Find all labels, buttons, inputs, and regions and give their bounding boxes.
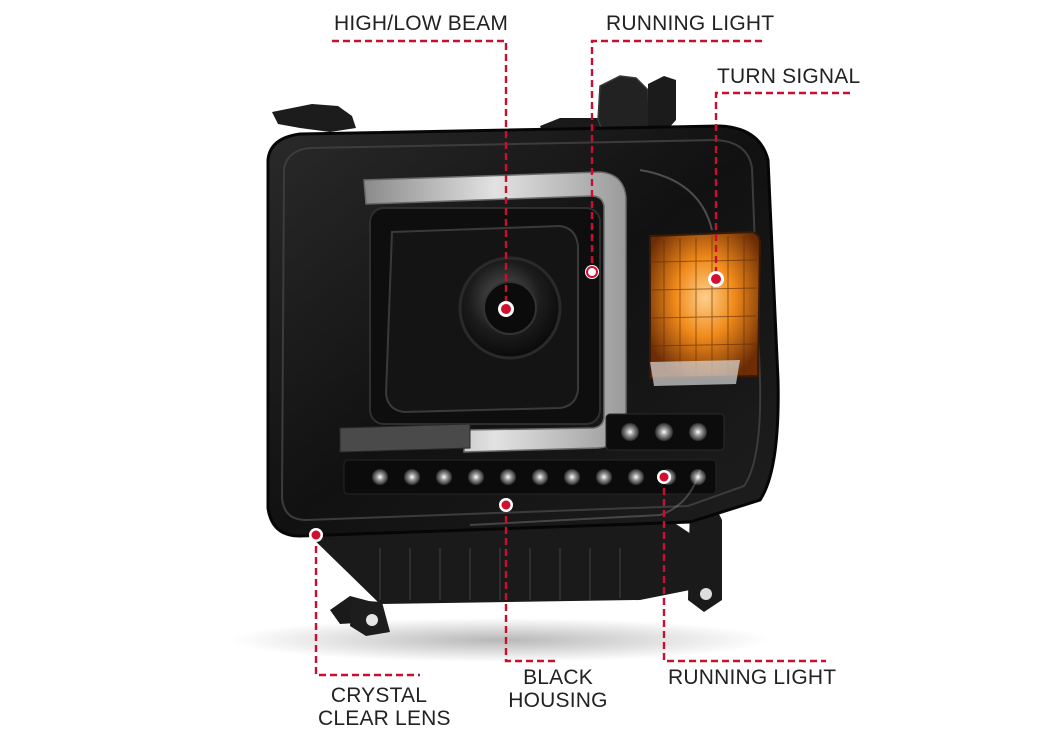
callout-dot-running-light-bottom [657, 470, 671, 484]
turn-signal-chrome-strip [650, 360, 740, 386]
label-clear-lens-line2: CLEAR LENS [318, 707, 451, 730]
callout-line-running-light-top [590, 39, 762, 272]
callout-line-crystal-clear-lens [314, 535, 420, 677]
callout-dot-black-housing [499, 498, 513, 512]
lower-tab-hole [366, 614, 378, 626]
callout-dot-high-low-beam [498, 301, 514, 317]
label-housing-line2: HOUSING [508, 689, 608, 712]
label-black-housing: BLACK HOUSING [506, 666, 610, 712]
lower-housing-ribs [379, 548, 621, 600]
callout-dot-turn-signal [708, 271, 724, 287]
callout-dot-running-light-top [585, 265, 599, 279]
label-black-line1: BLACK [523, 666, 593, 689]
label-crystal-line1: CRYSTAL [330, 684, 428, 707]
lens-glare-lower [469, 469, 701, 526]
turn-signal-reflector [649, 230, 762, 380]
label-running-light-bottom: RUNNING LIGHT [668, 666, 837, 689]
callout-line-running-light-bottom [662, 477, 826, 663]
label-crystal-clear-lens: CRYSTAL CLEAR LENS [318, 684, 451, 730]
callout-dots [309, 265, 724, 542]
lower-light-bar-tail [339, 423, 471, 453]
callout-dot-crystal-clear-lens [309, 528, 323, 542]
label-high-low-beam: HIGH/LOW BEAM [334, 12, 509, 35]
bottom-led-row [343, 459, 717, 495]
callout-line-turn-signal [714, 91, 850, 279]
callout-line-high-low-beam [332, 39, 508, 309]
label-running-light-top: RUNNING LIGHT [606, 12, 775, 35]
ground-shadow [230, 618, 770, 662]
callout-line-black-housing [504, 505, 556, 663]
upper-led-row [605, 413, 725, 451]
turn-signal-facets [651, 236, 757, 376]
callout-lines [314, 39, 850, 677]
lens-glare [639, 169, 713, 231]
lens-rim [280, 138, 762, 522]
label-turn-signal: TURN SIGNAL [717, 65, 861, 88]
